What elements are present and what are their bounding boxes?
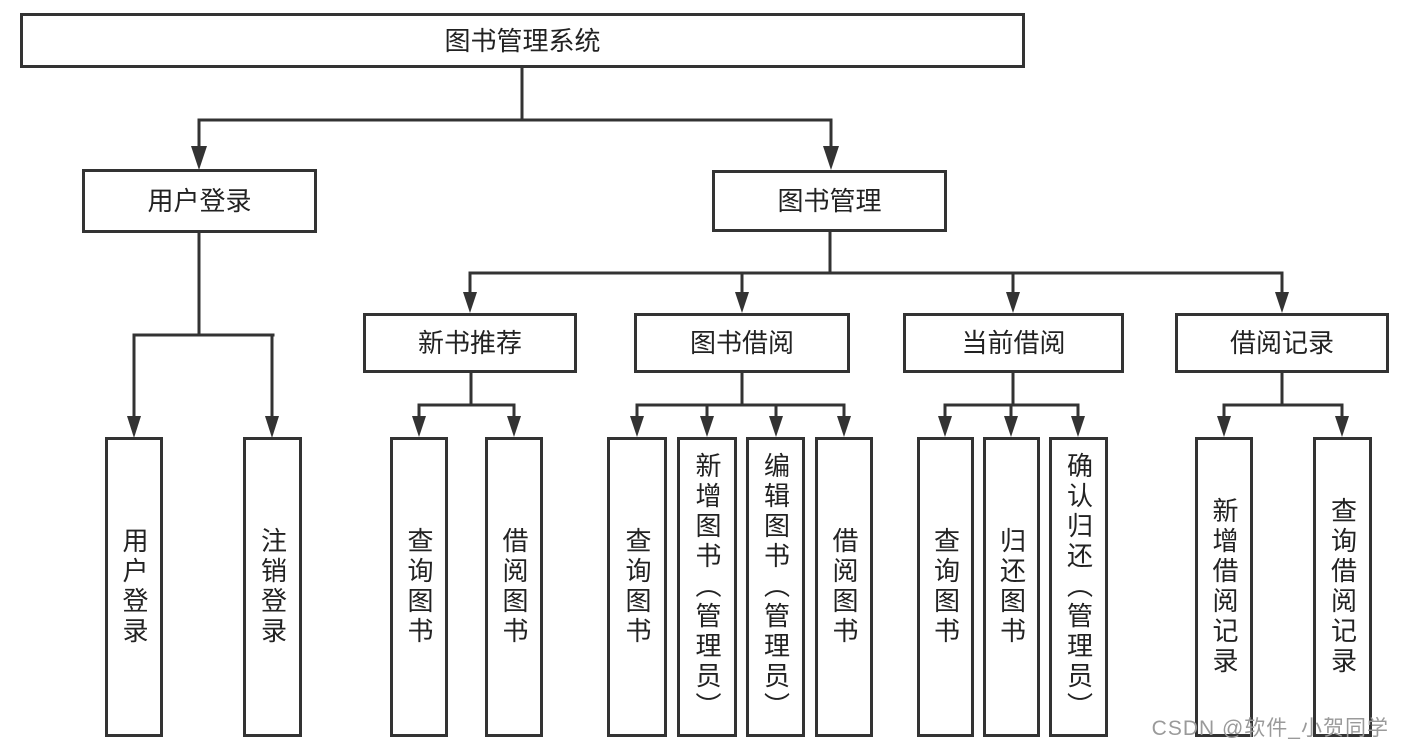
leaf-add-books-admin-label: 新增图书（管理员） (692, 452, 722, 722)
node-borrow-records: 借阅记录 (1175, 313, 1389, 373)
leaf-user-login-label: 用户登录 (119, 527, 149, 647)
leaf-confirm-return-admin-label: 确认归还（管理员） (1063, 452, 1094, 722)
arrowheads (127, 146, 1349, 438)
leaf-query-borrow-record: 查询借阅记录 (1313, 437, 1372, 737)
leaf-return-books: 归还图书 (983, 437, 1040, 737)
watermark-text: CSDN @软件_小贺同学 (1151, 717, 1389, 740)
node-book-management: 图书管理 (712, 170, 947, 232)
node-current-borrowing: 当前借阅 (903, 313, 1124, 373)
root-node-system: 图书管理系统 (20, 13, 1025, 68)
node-user-login-branch: 用户登录 (82, 169, 317, 233)
leaf-add-borrow-record-label: 新增借阅记录 (1209, 497, 1239, 677)
node-user-login-label: 用户登录 (147, 186, 252, 216)
leaf-query-books-3-label: 查询图书 (930, 527, 961, 647)
leaf-edit-books-admin-label: 编辑图书（管理员） (760, 452, 791, 722)
leaf-user-login: 用户登录 (105, 437, 163, 737)
leaf-add-books-admin: 新增图书（管理员） (677, 437, 737, 737)
node-current-borrowing-label: 当前借阅 (961, 328, 1066, 358)
node-book-borrowing: 图书借阅 (634, 313, 850, 373)
leaf-query-books-1: 查询图书 (390, 437, 448, 737)
leaf-logout: 注销登录 (243, 437, 302, 737)
leaf-query-books-2-label: 查询图书 (622, 527, 652, 647)
leaf-query-books-3: 查询图书 (917, 437, 974, 737)
leaf-logout-label: 注销登录 (257, 527, 288, 647)
leaf-return-books-label: 归还图书 (996, 527, 1027, 647)
node-book-borrowing-label: 图书借阅 (689, 328, 794, 358)
leaf-edit-books-admin: 编辑图书（管理员） (746, 437, 805, 737)
leaf-add-borrow-record: 新增借阅记录 (1195, 437, 1253, 737)
node-book-management-label: 图书管理 (777, 186, 882, 216)
root-node-label: 图书管理系统 (444, 25, 601, 56)
leaf-borrow-books-1-label: 借阅图书 (499, 527, 529, 647)
leaf-borrow-books-2: 借阅图书 (815, 437, 873, 737)
leaf-confirm-return-admin: 确认归还（管理员） (1049, 437, 1108, 737)
node-new-book-recommend-label: 新书推荐 (417, 328, 522, 358)
leaf-query-borrow-record-label: 查询借阅记录 (1327, 497, 1358, 677)
leaf-query-books-2: 查询图书 (607, 437, 667, 737)
node-new-book-recommend: 新书推荐 (363, 313, 577, 373)
node-borrow-records-label: 借阅记录 (1229, 328, 1334, 358)
leaf-query-books-1-label: 查询图书 (404, 527, 434, 647)
leaf-borrow-books-1: 借阅图书 (485, 437, 543, 737)
leaf-borrow-books-2-label: 借阅图书 (829, 527, 859, 647)
